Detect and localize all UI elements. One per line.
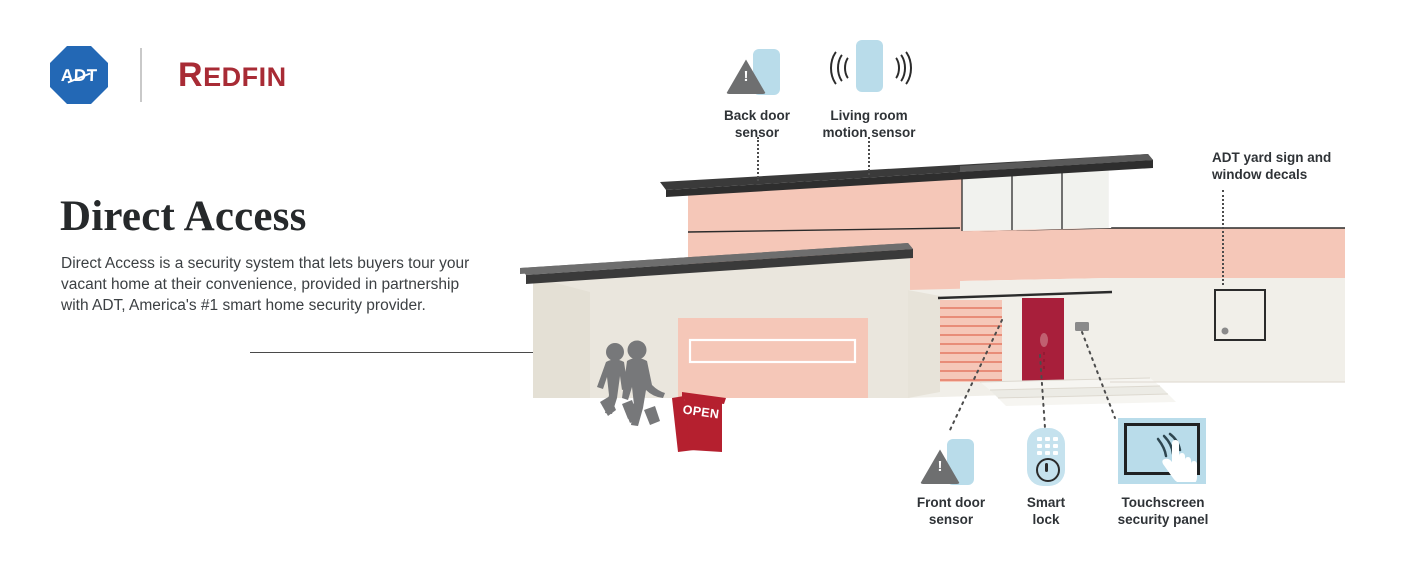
callout-line-2: sensor [734, 124, 780, 140]
redfin-logo: REDFIN [178, 56, 287, 95]
callout-line-2: motion sensor [822, 124, 916, 140]
page-title: Direct Access [60, 193, 307, 240]
callout-line-2: security panel [1117, 511, 1209, 527]
people-figures [597, 340, 665, 426]
touchscreen-panel-icon [1118, 418, 1206, 484]
motion-sensor-icon [830, 38, 912, 98]
redfin-logo-rest: EDFIN [203, 61, 287, 92]
redfin-logo-initial: R [178, 55, 204, 94]
leader-living-room-motion [868, 137, 870, 175]
callout-label-front-door-sensor: Front door sensor [890, 495, 1012, 528]
smart-lock-icon [1027, 428, 1065, 486]
leader-back-door-sensor [757, 137, 759, 181]
horizontal-rule [250, 352, 540, 353]
callout-line-1: Living room [830, 108, 908, 123]
callout-line-1: ADT yard sign and [1212, 150, 1332, 165]
leader-adt-yard-sign [1222, 190, 1224, 285]
callout-label-adt-yard-sign: ADT yard sign and window decals [1212, 150, 1401, 183]
callout-label-touchscreen-panel: Touchscreen security panel [1092, 495, 1234, 528]
callout-label-living-room-motion: Living room motion sensor [798, 108, 940, 141]
callout-line-2: window decals [1212, 166, 1308, 182]
callout-line-1: Touchscreen [1121, 495, 1205, 510]
brand-divider [140, 48, 142, 102]
callout-label-smart-lock: Smart lock [1006, 495, 1086, 528]
description-text: Direct Access is a security system that … [61, 255, 470, 314]
door-sensor-icon: ! [920, 435, 980, 490]
callout-line-1: Front door [916, 495, 986, 510]
callout-line-2: lock [1032, 511, 1060, 527]
callout-line-1: Smart [1026, 495, 1066, 510]
callout-line-2: sensor [928, 511, 974, 527]
door-sensor-icon: ! [726, 45, 786, 100]
callout-line-1: Back door [723, 108, 791, 123]
brand-lockup: ADT REDFIN [50, 45, 287, 105]
callout-label-back-door-sensor: Back door sensor [697, 108, 817, 141]
adt-logo: ADT [50, 46, 108, 104]
